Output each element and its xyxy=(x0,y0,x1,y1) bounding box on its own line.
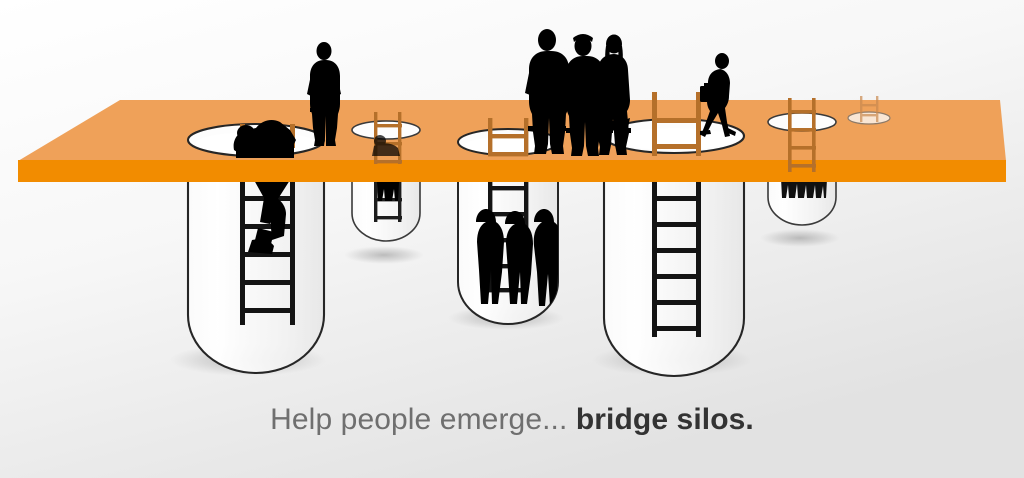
silo-6-rim xyxy=(847,111,891,125)
silo-3-interior xyxy=(476,148,558,306)
silo-6-ladder-above xyxy=(860,96,879,122)
figure-emerging-silo-1 xyxy=(233,120,296,158)
silo-3-ladder-above xyxy=(488,118,529,157)
silo-5-ladder-above xyxy=(788,98,816,172)
figure-group-woman xyxy=(596,34,631,155)
figure-walking-briefcase xyxy=(700,53,736,137)
caption-lead: Help people emerge... xyxy=(270,403,568,436)
figure-lone-left xyxy=(307,42,341,146)
silo-4 xyxy=(602,134,746,378)
figure-at-rim-silo-2 xyxy=(372,135,400,156)
figures-in-silo-3 xyxy=(476,209,558,306)
silo-4-ladder-above xyxy=(652,92,701,156)
caption-strong: bridge silos. xyxy=(575,403,754,436)
figure-group-center xyxy=(566,34,604,156)
silo-2-rim xyxy=(351,120,421,140)
silo-2-interior xyxy=(374,160,402,222)
platform-figures-group xyxy=(307,29,736,156)
figure-group-man xyxy=(525,29,569,154)
platform-front-edge xyxy=(18,160,1006,182)
caption: Help people emerge... bridge silos. xyxy=(0,403,1024,437)
